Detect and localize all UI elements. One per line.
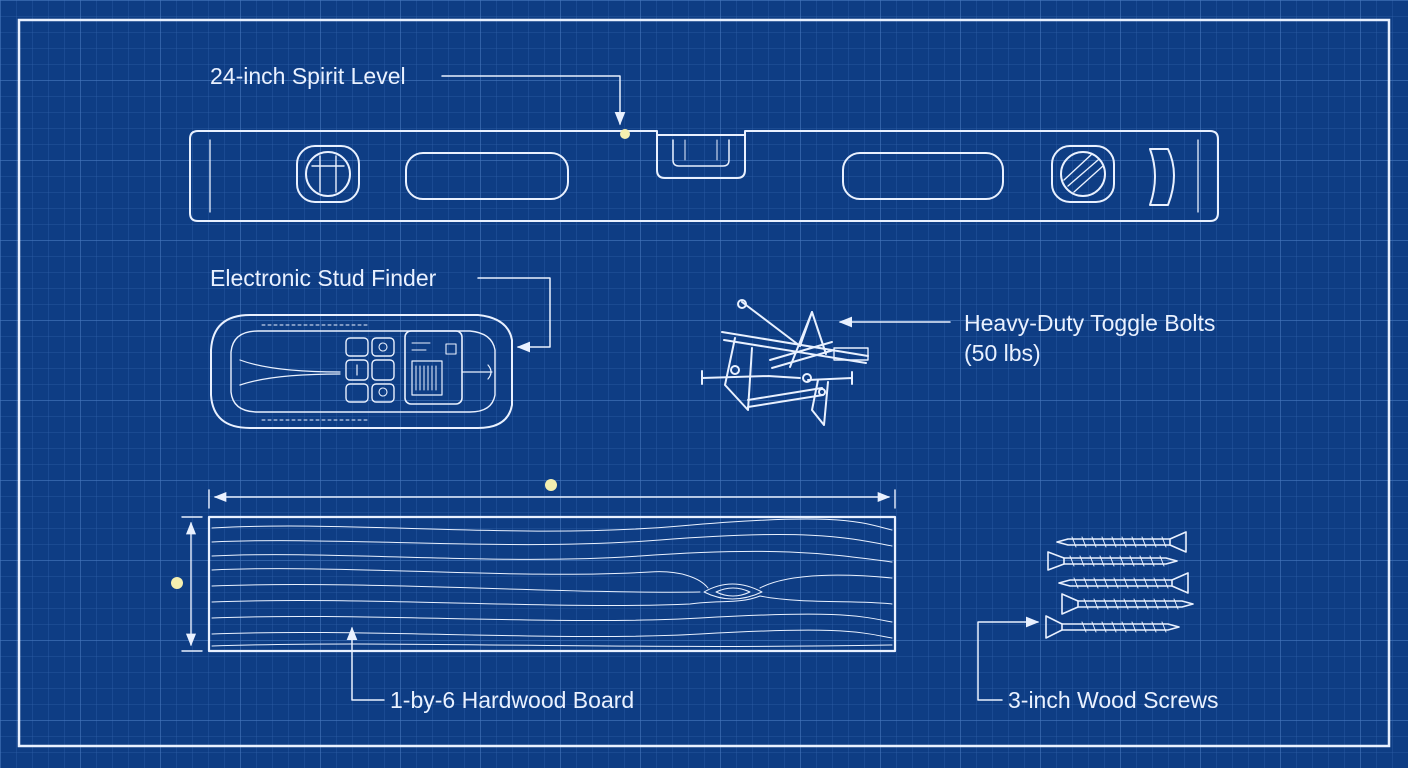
label-wood-screws: 3-inch Wood Screws [1008, 687, 1219, 713]
board-width-marker-dot [545, 479, 557, 491]
spirit-level-icon [189, 130, 1219, 222]
label-stud-finder: Electronic Stud Finder [210, 265, 437, 291]
sheet-border [17, 18, 1391, 748]
screws-leader-line [977, 616, 1040, 701]
label-toggle-bolts-rating: (50 lbs) [964, 340, 1041, 366]
level-leader-line [441, 75, 626, 126]
stud-finder-icon [210, 314, 513, 429]
hardwood-board-icon [181, 489, 897, 653]
wood-screw-2 [1047, 551, 1178, 571]
board-leader-line [346, 626, 385, 701]
wood-screw-3 [1058, 572, 1189, 594]
wood-screw-4 [1061, 593, 1194, 615]
wood-screw-1 [1056, 531, 1187, 553]
level-marker-dot [620, 129, 630, 139]
stud-finder-leader-line [477, 277, 551, 353]
wood-screws-icon [1045, 531, 1194, 639]
label-hardwood-board: 1-by-6 Hardwood Board [390, 687, 634, 713]
wood-screw-5 [1045, 615, 1180, 639]
board-height-marker-dot [171, 577, 183, 589]
toggle-bolts-icon [701, 299, 869, 426]
label-toggle-bolts: Heavy-Duty Toggle Bolts [964, 310, 1215, 336]
label-spirit-level: 24-inch Spirit Level [210, 63, 406, 89]
